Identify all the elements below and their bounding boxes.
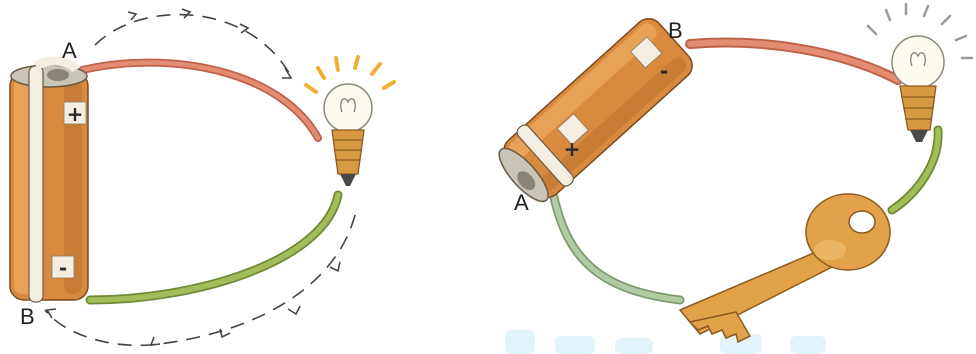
battery: + - xyxy=(10,61,88,302)
label-b: B xyxy=(20,304,35,329)
plus-sign: + xyxy=(67,102,84,126)
label-a: A xyxy=(62,38,77,63)
watermark xyxy=(505,330,826,354)
bulb xyxy=(306,57,394,186)
right-circuit: + - xyxy=(489,4,972,342)
label-a: A xyxy=(514,190,529,215)
minus-sign: - xyxy=(59,256,67,280)
plus-sign: + xyxy=(564,137,581,161)
key xyxy=(680,194,890,342)
label-b: B xyxy=(668,18,683,43)
minus-sign: - xyxy=(660,59,668,83)
left-circuit: + - A B xyxy=(10,9,394,345)
